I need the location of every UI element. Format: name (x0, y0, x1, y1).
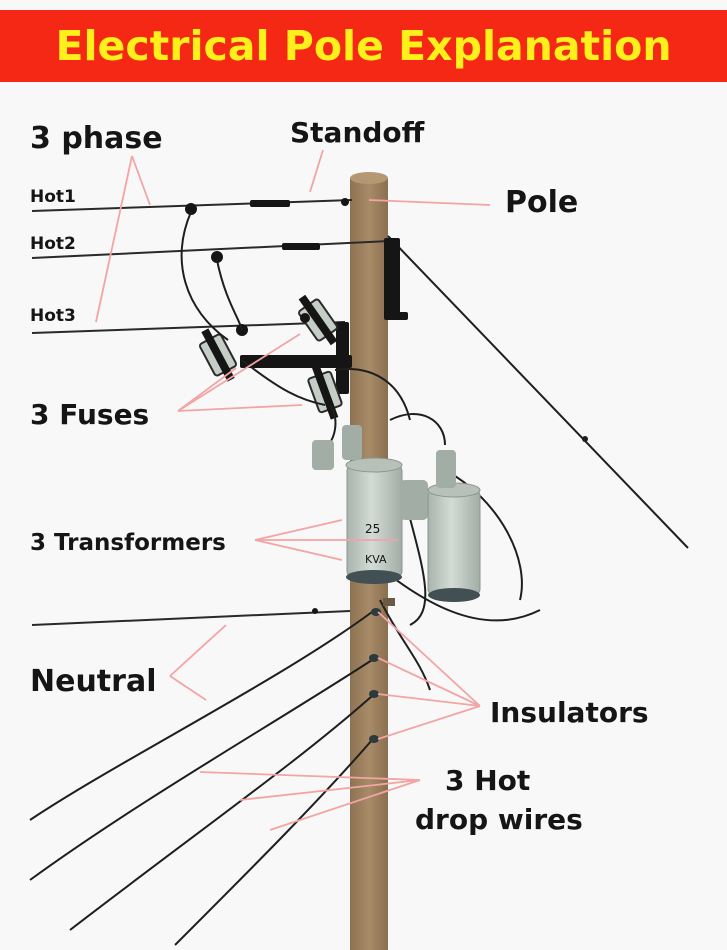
fuse-1 (199, 328, 237, 382)
standoff-insulator-2 (282, 243, 320, 250)
label-drop-wires: drop wires (415, 803, 583, 836)
transformers: 25 KVA (312, 425, 481, 602)
jumper-wires (180, 211, 541, 691)
standoff-insulator-1 (250, 200, 290, 207)
standoff-insulators (185, 198, 349, 614)
label-standoff: Standoff (290, 116, 425, 149)
guy-wire (387, 235, 689, 549)
transformer-2 (400, 480, 428, 520)
page-title: Electrical Pole Explanation (55, 22, 672, 70)
label-pole: Pole (505, 185, 578, 220)
transformer-1 (312, 425, 403, 584)
drop-wire-1 (29, 611, 373, 821)
drop-wire-2 (29, 659, 373, 881)
transformer-3 (427, 450, 481, 602)
labels: 3 phase Standoff Hot1 Hot2 Hot3 Pole 3 F… (30, 116, 649, 836)
insulator-1 (371, 608, 381, 616)
label-neutral: Neutral (30, 664, 156, 699)
transformer-unit: KVA (365, 553, 387, 566)
label-3-phase: 3 phase (30, 121, 163, 156)
drop-wire-4 (174, 739, 373, 946)
leader-lines (95, 149, 491, 831)
fuse-crossarm (240, 322, 352, 394)
label-3-hot: 3 Hot (445, 764, 530, 797)
pole-insulators (369, 598, 395, 743)
transformer-rating: 25 (365, 522, 380, 536)
label-hot3: Hot3 (30, 306, 76, 326)
hot1-clamp (185, 203, 197, 215)
hot3-wire (31, 321, 346, 334)
drop-wire-3 (69, 695, 373, 931)
label-hot2: Hot2 (30, 234, 76, 254)
hot2-wire (31, 240, 391, 259)
insulator-3 (369, 690, 379, 698)
label-hot1: Hot1 (30, 187, 76, 207)
fuse-2 (298, 294, 338, 346)
label-insulators: Insulators (490, 696, 649, 729)
label-3-fuses: 3 Fuses (30, 398, 149, 431)
hot2-bracket (384, 238, 408, 320)
insulator-4 (369, 735, 379, 743)
neutral-wire (31, 610, 351, 626)
insulator-2 (369, 654, 379, 662)
drop-wires (29, 611, 373, 946)
title-banner: Electrical Pole Explanation (0, 10, 727, 82)
hot2-clamp (211, 251, 223, 263)
label-3-transformers: 3 Transformers (30, 530, 226, 556)
